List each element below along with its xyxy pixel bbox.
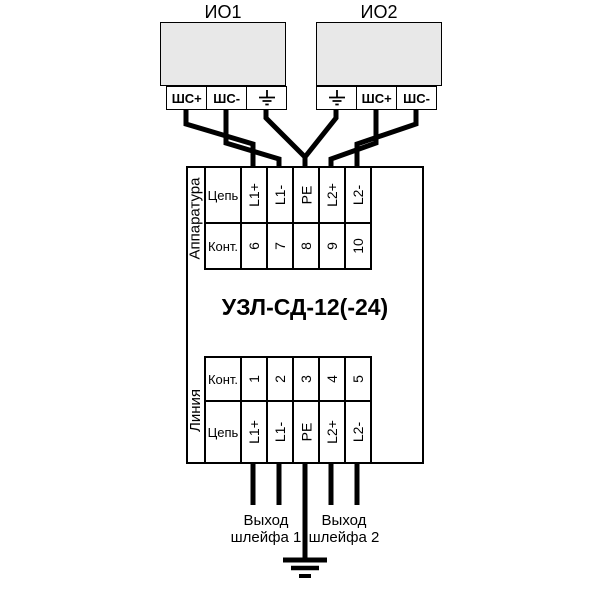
terminal-shs-plus: ШС+ — [355, 86, 398, 110]
cell-label: L1- — [271, 184, 288, 206]
contact-cell: 1 — [240, 356, 268, 402]
wire-io2-ground — [303, 110, 339, 159]
earth-ground-icon — [283, 557, 327, 578]
output-2-label: Выход шлейфа 2 — [294, 512, 394, 546]
cell-label: 2 — [271, 375, 288, 383]
top-block-side-label: Аппаратура — [186, 166, 204, 270]
terminal-label: ШС+ — [361, 90, 392, 106]
cell-label: L1+ — [246, 183, 262, 207]
bottom-contact-header: Конт. — [204, 356, 242, 402]
cell-label: 8 — [297, 242, 314, 250]
terminal-label: ШС+ — [171, 90, 202, 106]
terminal-ground — [245, 86, 288, 110]
circuit-cell: L1- — [266, 400, 294, 464]
output-1-label: Выход шлейфа 1 — [216, 512, 316, 546]
device-2-box — [316, 22, 442, 86]
output-label-line2: шлейфа 1 — [230, 529, 302, 546]
device-1-terminals: ШС+ ШС- — [166, 86, 288, 110]
cell-label: L2- — [349, 184, 366, 206]
output-label-line2: шлейфа 2 — [308, 529, 380, 546]
side-label-text: Линия — [186, 388, 204, 432]
top-contact-header: Конт. — [204, 222, 242, 270]
cell-label: 10 — [349, 238, 366, 254]
terminal-ground — [316, 86, 358, 110]
device-1-label: ИО1 — [204, 2, 242, 22]
cell-label: L1- — [271, 421, 288, 443]
top-circuit-header: Цепь — [204, 166, 242, 224]
terminal-shs-minus: ШС- — [205, 86, 248, 110]
ground-icon — [258, 89, 275, 105]
bottom-circuit-header: Цепь — [204, 400, 242, 464]
module-title: УЗЛ-СД-12(-24) — [221, 294, 389, 320]
terminal-shs-plus: ШС+ — [166, 86, 208, 110]
header-label: Цепь — [207, 424, 239, 440]
ground-icon — [328, 89, 345, 105]
cell-label: 4 — [323, 375, 340, 383]
terminal-label: ШС- — [403, 90, 430, 106]
circuit-cell: PE — [292, 400, 320, 464]
device-2-terminals: ШС+ ШС- — [316, 86, 438, 110]
wire-io2-shs-minus — [354, 110, 419, 167]
contact-cell: 2 — [266, 356, 294, 402]
contact-cell: 10 — [344, 222, 372, 270]
device-1-box — [160, 22, 286, 86]
cell-label: L2+ — [324, 183, 340, 207]
circuit-cell: L2- — [344, 166, 372, 224]
terminal-label: ШС- — [213, 90, 241, 106]
terminal-shs-minus: ШС- — [395, 86, 438, 110]
side-label-text: Аппаратура — [186, 176, 204, 260]
cell-label: PE — [298, 422, 314, 442]
contact-cell: 4 — [318, 356, 346, 402]
device-2-label: ИО2 — [360, 2, 398, 22]
cell-label: 1 — [245, 375, 262, 383]
cell-label: 6 — [245, 242, 262, 250]
circuit-cell: PE — [292, 166, 320, 224]
contact-cell: 7 — [266, 222, 294, 270]
circuit-cell: L2+ — [318, 166, 346, 224]
circuit-cell: L2- — [344, 400, 372, 464]
cell-label: L2- — [349, 421, 366, 443]
top-wires — [183, 110, 419, 167]
bottom-wires — [250, 463, 360, 560]
header-label: Конт. — [207, 371, 239, 387]
wire-io2-shs-plus — [328, 110, 379, 167]
cell-label: PE — [298, 185, 314, 205]
wire-io1-shs-minus — [223, 110, 282, 167]
circuit-cell: L1+ — [240, 400, 268, 464]
cell-label: L2+ — [324, 420, 340, 444]
contact-cell: 8 — [292, 222, 320, 270]
circuit-cell: L2+ — [318, 400, 346, 464]
output-label-line1: Выход — [321, 512, 367, 529]
contact-cell: 9 — [318, 222, 346, 270]
contact-cell: 3 — [292, 356, 320, 402]
output-label-line1: Выход — [243, 512, 289, 529]
circuit-cell: L1- — [266, 166, 294, 224]
header-label: Конт. — [207, 238, 239, 254]
cell-label: 7 — [271, 242, 288, 250]
cell-label: 9 — [323, 242, 340, 250]
bottom-block-side-label: Линия — [186, 356, 204, 464]
wire-io1-ground — [263, 110, 308, 167]
circuit-cell: L1+ — [240, 166, 268, 224]
cell-label: 3 — [297, 375, 314, 383]
cell-label: L1+ — [246, 420, 262, 444]
contact-cell: 6 — [240, 222, 268, 270]
contact-cell: 5 — [344, 356, 372, 402]
cell-label: 5 — [349, 375, 366, 383]
header-label: Цепь — [207, 187, 239, 203]
wire-io1-shs-plus — [183, 110, 256, 167]
